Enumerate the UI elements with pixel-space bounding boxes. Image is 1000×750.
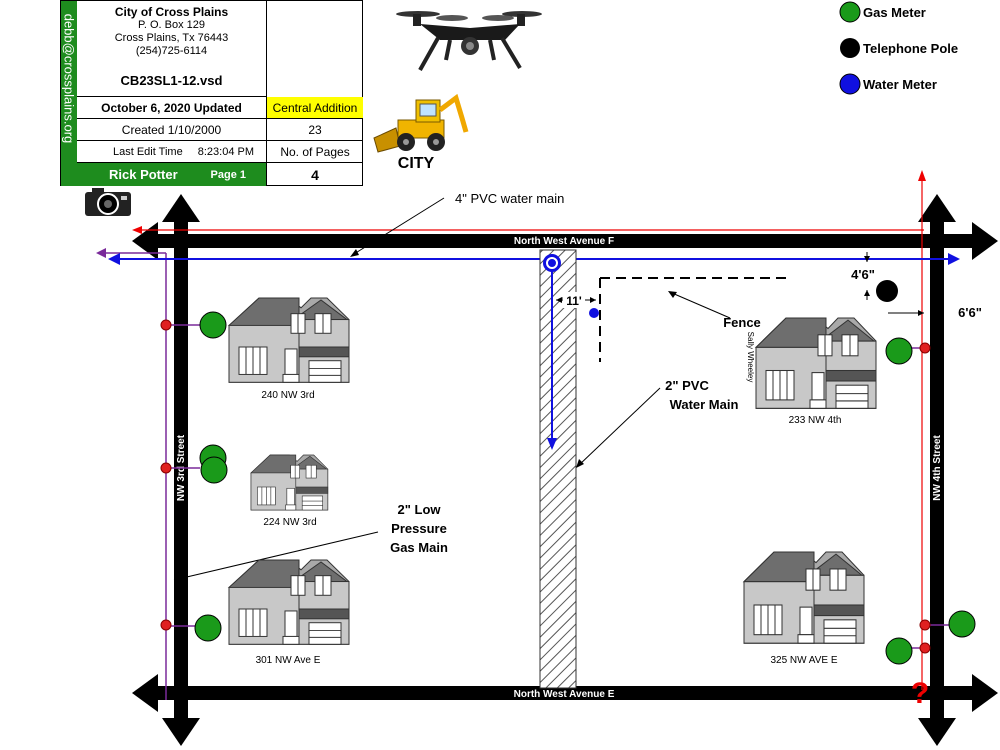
street-ave-f: [132, 222, 998, 260]
backhoe-icon: [373, 93, 469, 153]
label-gas-main-2: Pressure: [391, 521, 447, 536]
address-301-nw-ave-e: 301 NW Ave E: [256, 655, 321, 666]
street-nw-4th: [918, 194, 956, 746]
street-label-ave-f: North West Avenue F: [514, 236, 614, 247]
address-233-nw-4th: 233 NW 4th: [789, 415, 842, 426]
last-edit-label: Last Edit Time: [113, 145, 183, 158]
legend-gas-meter-icon: [839, 1, 861, 23]
house-224-nw-3rd: [250, 454, 329, 511]
compass-cell: [267, 1, 363, 97]
address-240-nw-3rd: 240 NW 3rd: [261, 390, 314, 401]
addition-name: Central Addition: [267, 97, 363, 118]
label-water-main-4in: 4" PVC water main: [455, 191, 564, 206]
contact-email[interactable]: debb@crossplains.org: [61, 13, 77, 144]
gas-meters-west: [160, 311, 228, 642]
leader-lines: [173, 197, 731, 581]
legend-telephone-pole: Telephone Pole: [863, 41, 958, 56]
red-utility-line: [132, 170, 926, 690]
label-gas-main-1: 2" Low: [398, 502, 442, 517]
dim-6-6-label: 6'6": [958, 305, 982, 320]
street-label-ave-e: North West Avenue E: [514, 689, 615, 700]
section-number: 23: [308, 122, 322, 137]
house-325-nw-ave-e: [743, 551, 865, 644]
row-author: Rick Potter Page 1 4: [77, 163, 363, 186]
label-owner: Sally Wheeley: [746, 332, 755, 383]
city-state: Cross Plains, Tx 76443: [114, 32, 229, 44]
street-label-nw-4th: NW 4th Street: [932, 435, 943, 501]
page-number: Page 1: [210, 168, 246, 181]
dimension-6-6: [888, 310, 924, 316]
fence: [599, 277, 790, 362]
created-date: Created 1/10/2000: [77, 119, 267, 140]
legend-gas-meter: Gas Meter: [863, 5, 926, 20]
address-224-nw-3rd: 224 NW 3rd: [263, 517, 316, 528]
dimension-11: [556, 292, 596, 308]
label-water-main-2in-1: 2" PVC: [665, 378, 709, 393]
water-meter: [589, 308, 599, 318]
pages-label: No. of Pages: [280, 144, 350, 159]
house-233-nw-4th: [755, 317, 877, 409]
last-edit: Last Edit Time 8:23:04 PM: [77, 141, 267, 162]
label-fence: Fence: [723, 315, 761, 330]
updated-date: October 6, 2020 Updated: [77, 97, 267, 118]
street-nw-3rd: [162, 194, 200, 746]
pages-count: 4: [311, 166, 319, 183]
question-mark: ?: [911, 677, 929, 710]
po-box: P. O. Box 129: [137, 19, 206, 31]
dim-4-6-label: 4'6": [851, 267, 875, 282]
author-name: Rick Potter: [109, 167, 178, 182]
dim-11-label: 11': [566, 294, 582, 308]
water-valve: [543, 254, 561, 272]
gas-main-line: [96, 248, 167, 700]
legend-telephone-pole-icon: [840, 38, 860, 58]
alley: [539, 249, 577, 689]
address-325-nw-ave-e: 325 NW AVE E: [770, 655, 837, 666]
legend-water-meter: Water Meter: [863, 77, 937, 92]
water-main-4in: [108, 253, 960, 265]
title-block-side: debb@crossplains.org: [61, 1, 77, 186]
label-gas-main-3: Gas Main: [390, 540, 448, 555]
drone-icon: [396, 11, 542, 71]
row-created: Created 1/10/2000 23: [77, 119, 363, 141]
author-cell: Rick Potter Page 1: [77, 163, 267, 186]
phone: (254)725-6114: [135, 45, 208, 57]
org-name: City of Cross Plains: [114, 5, 229, 19]
city-label: CITY: [398, 155, 435, 172]
street-ave-e: [132, 674, 998, 712]
telephone-pole: [876, 280, 898, 302]
title-block: debb@crossplains.org City of Cross Plain…: [60, 0, 363, 186]
gas-meters-east: [885, 337, 976, 665]
camera-icon[interactable]: [85, 188, 131, 216]
legend-water-meter-icon: [839, 73, 861, 95]
label-water-main-2in-2: Water Main: [670, 397, 739, 412]
row-last-edit: Last Edit Time 8:23:04 PM No. of Pages: [77, 141, 363, 163]
dimension-4-6: [864, 252, 870, 300]
row-updated: October 6, 2020 Updated Central Addition: [77, 97, 363, 119]
organization-address: City of Cross Plains P. O. Box 129 Cross…: [77, 1, 267, 97]
house-301-nw-ave-e: [228, 559, 350, 645]
house-240-nw-3rd: [228, 297, 350, 383]
legend: [839, 1, 861, 95]
water-main-2in: [547, 262, 557, 450]
file-name: CB23SL1-12.vsd: [120, 73, 223, 88]
last-edit-time: 8:23:04 PM: [197, 145, 254, 158]
